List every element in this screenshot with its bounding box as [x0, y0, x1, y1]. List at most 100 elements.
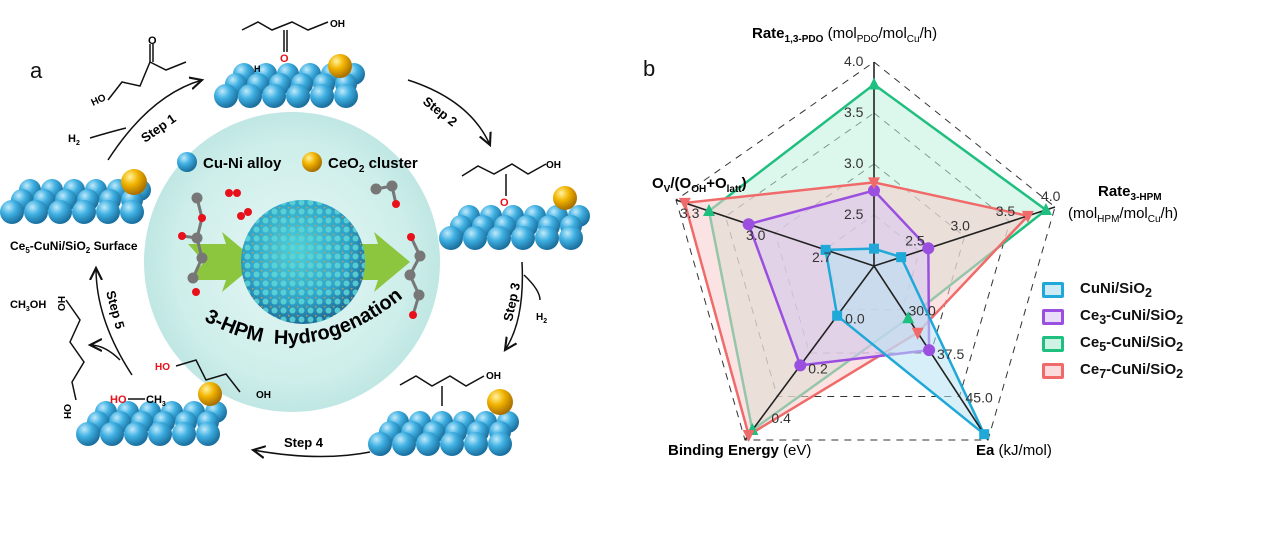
o-label-red-2: O	[500, 197, 509, 209]
grid-ring	[675, 61, 1056, 441]
slab-step4	[76, 382, 227, 446]
ceo2-legend-label: CeO2 cluster	[328, 155, 418, 175]
h2-label-left: H2	[68, 133, 80, 147]
green-arrow-left	[188, 232, 258, 292]
tick-label: 3.3	[680, 205, 700, 221]
data-marker	[869, 243, 879, 254]
ho-label-2: HO	[55, 296, 66, 311]
hemiacetal-skeleton	[461, 163, 547, 196]
data-marker	[832, 310, 843, 321]
tick-label: 30.0	[909, 303, 936, 319]
data-marker	[678, 197, 691, 210]
tick-label: 0.0	[845, 311, 865, 327]
oh-label-2: OH	[546, 160, 561, 171]
tick-label: 2.7	[812, 249, 832, 265]
pdo-product-skeleton	[65, 299, 85, 401]
data-marker	[742, 218, 755, 231]
h-label-1: H	[254, 64, 261, 74]
panel-a-label: a	[30, 58, 43, 83]
oh-label-4: OH	[256, 390, 271, 401]
axis-title-o-ratio: OV/(OOH+Olatt)	[652, 175, 747, 195]
data-marker	[896, 252, 907, 263]
slab-step1	[214, 54, 365, 108]
data-marker	[820, 244, 831, 255]
oh-label-3: OH	[486, 371, 501, 382]
cu-ni-legend-label: Cu-Ni alloy	[203, 155, 282, 172]
tick-label: 4.0	[844, 53, 864, 69]
h2-input-line	[89, 127, 127, 139]
panel-b-label: b	[643, 56, 656, 81]
adsorbed-ester-skeleton	[241, 21, 329, 52]
slab-step2	[439, 186, 590, 250]
data-marker	[703, 204, 715, 216]
step1-arrow	[107, 80, 202, 161]
radar-series	[683, 82, 1049, 437]
step3-arrow	[505, 261, 524, 350]
oh-label-5: OH	[61, 404, 72, 419]
3-hpm-skeleton	[107, 44, 187, 101]
pdo-skeleton	[175, 359, 241, 393]
o-label-red-1: O	[280, 53, 289, 65]
legend-item-ce3: Ce3-CuNi/SiO2	[1042, 303, 1183, 330]
legend-item-ce5: Ce5-CuNi/SiO2	[1042, 330, 1183, 357]
legend-item-cuni: CuNi/SiO2	[1042, 276, 1183, 303]
methanol-ball-stick	[370, 180, 400, 208]
h2-label-right: H2	[536, 312, 547, 325]
3-hpm-ball-stick	[178, 192, 208, 296]
slab-surface	[0, 169, 151, 224]
tick-label: 3.0	[951, 218, 971, 234]
data-marker	[868, 77, 880, 90]
legend-swatch	[1042, 281, 1064, 298]
slab-step3	[368, 389, 519, 456]
radar-markers	[678, 77, 1052, 443]
chart-legend: CuNi/SiO2 Ce3-CuNi/SiO2 Ce5-CuNi/SiO2 Ce…	[1042, 276, 1183, 384]
step2-arrow	[407, 79, 490, 145]
legend-swatch	[1042, 362, 1064, 379]
data-marker	[868, 177, 880, 190]
ho-label-red-1: HO	[155, 362, 170, 373]
step5-arrow	[96, 268, 133, 376]
ho-label-red-2: HO	[110, 394, 127, 406]
cu-ni-legend-icon	[177, 152, 197, 172]
o2-molecules	[225, 189, 252, 220]
methanol-label: CH3OH	[10, 299, 46, 313]
ch3-label: CH3	[146, 394, 166, 408]
tick-label: 4.0	[1041, 188, 1061, 204]
tick-label: 2.5	[844, 206, 864, 222]
step4-arrow	[253, 450, 371, 457]
tick-label: 0.4	[771, 410, 791, 426]
adsorbed-hemiacetal-skeleton	[399, 375, 485, 406]
data-marker	[911, 327, 924, 340]
data-marker	[742, 430, 755, 443]
axis-title-rate-hpm: Rate3-HPM	[1098, 183, 1162, 203]
legend-item-ce7: Ce7-CuNi/SiO2	[1042, 357, 1183, 384]
tick-label: 3.5	[844, 104, 864, 120]
data-marker	[922, 242, 935, 255]
tick-label: 37.5	[937, 346, 964, 362]
surface-label: Ce5-CuNi/SiO2 Surface	[10, 239, 138, 255]
axis-line	[744, 265, 875, 441]
axis-unit-rate-hpm: (molHPM/molCu/h)	[1068, 205, 1178, 225]
tick-label: 3.5	[996, 203, 1016, 219]
step5-branch-arrow	[90, 345, 121, 361]
data-marker	[923, 344, 936, 357]
data-marker	[794, 359, 807, 372]
pdo-ball-stick	[404, 233, 426, 319]
tick-label: 3.0	[746, 227, 766, 243]
legend-swatch	[1042, 308, 1064, 325]
data-marker	[1021, 210, 1034, 223]
tick-label: 0.2	[808, 360, 828, 376]
tick-label: 45.0	[966, 390, 993, 406]
axis-title-ea: Ea (kJ/mol)	[976, 442, 1052, 459]
data-marker	[1039, 202, 1052, 215]
data-marker	[868, 184, 880, 197]
legend-swatch	[1042, 335, 1064, 352]
tick-label: 3.0	[844, 155, 864, 171]
oh-label-1: OH	[330, 19, 345, 30]
data-marker	[979, 429, 990, 440]
data-marker	[902, 311, 915, 324]
axis-title-binding-energy: Binding Energy (eV)	[668, 442, 811, 459]
axis-title-rate-pdo: Rate1,3-PDO (molPDO/molCu/h)	[752, 25, 937, 45]
h2-input-line-2	[523, 274, 541, 301]
